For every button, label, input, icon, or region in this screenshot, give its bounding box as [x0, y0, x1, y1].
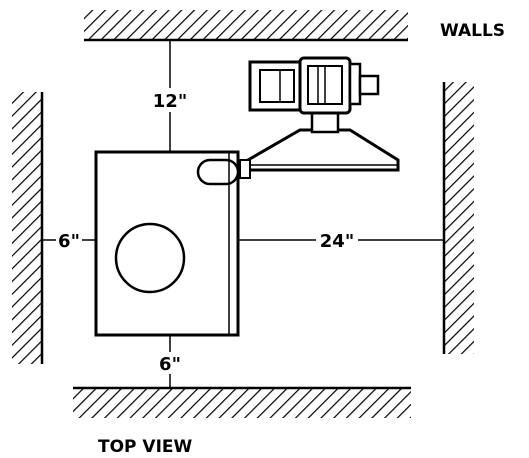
top-view-label: TOP VIEW: [98, 437, 193, 457]
washer-door: [114, 222, 186, 294]
top-wall: [84, 10, 408, 42]
right-wall: [442, 82, 474, 354]
walls-label: WALLS: [440, 21, 505, 41]
clearance-left-label: 6": [58, 231, 80, 252]
bottom-wall: [73, 386, 411, 418]
washer-unit: [94, 150, 240, 337]
left-wall: [12, 92, 44, 364]
clearance-bottom-label: 6": [159, 354, 181, 375]
clearance-top-label: 12": [153, 91, 187, 112]
dimension-lines: [42, 40, 444, 388]
sink-faucet: [239, 56, 400, 179]
clearance-right-label: 24": [320, 231, 354, 252]
